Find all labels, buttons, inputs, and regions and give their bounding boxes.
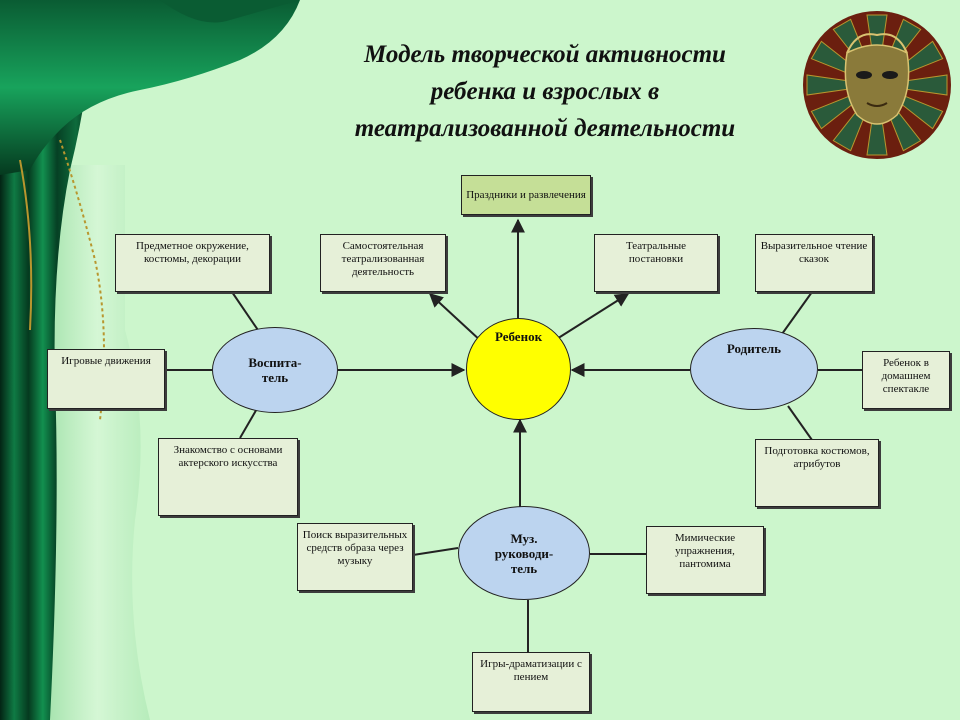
- node-music-line-2: руководи-: [494, 545, 554, 561]
- node-music-director: Муз. руководи- тель: [458, 506, 590, 600]
- node-child: Ребенок: [466, 318, 571, 420]
- node-teacher-line-1: Воспита-: [248, 355, 302, 370]
- box-home-show-label: Ребенок в домашнем спектакле: [881, 357, 931, 395]
- box-search: Поиск выразительных средств образа через…: [297, 523, 413, 591]
- box-environment-label: Предметное окружение, костюмы, декорации: [136, 240, 249, 265]
- box-costumes-label: Подготовка костюмов, атрибутов: [764, 445, 870, 470]
- node-parent: Родитель: [690, 328, 818, 410]
- link-parent-reading: [781, 291, 813, 335]
- link-child-independent: [428, 293, 483, 343]
- box-independent-activity: Самостоятельная театрализованная деятель…: [320, 234, 446, 292]
- box-reading: Выразительное чтение сказок: [755, 234, 873, 292]
- box-dramatization-label: Игры-драматизации с пением: [480, 658, 582, 683]
- link-parent-costumes: [787, 405, 813, 441]
- diagram-title: Модель творческой активности ребенка и в…: [300, 36, 790, 147]
- box-mimic-label: Мимические упражнения, пантомима: [674, 532, 736, 570]
- theatre-mask-icon: [803, 11, 951, 159]
- box-independent-label: Самостоятельная театрализованная деятель…: [341, 240, 425, 278]
- box-environment: Предметное окружение, костюмы, декорации: [115, 234, 270, 292]
- box-reading-label: Выразительное чтение сказок: [760, 240, 868, 265]
- node-music-line-1: Муз.: [510, 530, 538, 546]
- box-productions-label: Театральные постановки: [625, 240, 686, 265]
- node-child-label: Ребенок: [494, 329, 543, 344]
- node-teacher: Воспита- тель: [212, 327, 338, 413]
- box-holidays-label: Праздники и развлечения: [466, 188, 586, 201]
- title-line-3: театрализованной деятельности: [354, 115, 736, 142]
- title-line-1: Модель творческой активности: [364, 41, 726, 68]
- box-productions: Театральные постановки: [594, 234, 718, 292]
- box-home-show: Ребенок в домашнем спектакле: [862, 351, 950, 409]
- box-dramatization: Игры-драматизации с пением: [472, 652, 590, 712]
- box-costumes: Подготовка костюмов, атрибутов: [755, 439, 879, 507]
- link-child-productions: [551, 293, 630, 343]
- box-acting: Знакомство с основами актерского искусст…: [158, 438, 298, 516]
- box-movements-label: Игровые движения: [61, 355, 151, 367]
- box-holidays: Праздники и развлечения: [461, 175, 591, 215]
- node-teacher-line-2: тель: [261, 370, 289, 385]
- title-line-2: ребенка и взрослых в: [430, 78, 660, 105]
- box-acting-label: Знакомство с основами актерского искусст…: [173, 444, 283, 469]
- box-search-label: Поиск выразительных средств образа через…: [302, 529, 408, 567]
- box-mimic: Мимические упражнения, пантомима: [646, 526, 764, 594]
- link-music-search: [412, 547, 459, 556]
- box-movements: Игровые движения: [47, 349, 165, 409]
- node-parent-label: Родитель: [726, 341, 782, 356]
- node-music-line-3: тель: [510, 560, 538, 576]
